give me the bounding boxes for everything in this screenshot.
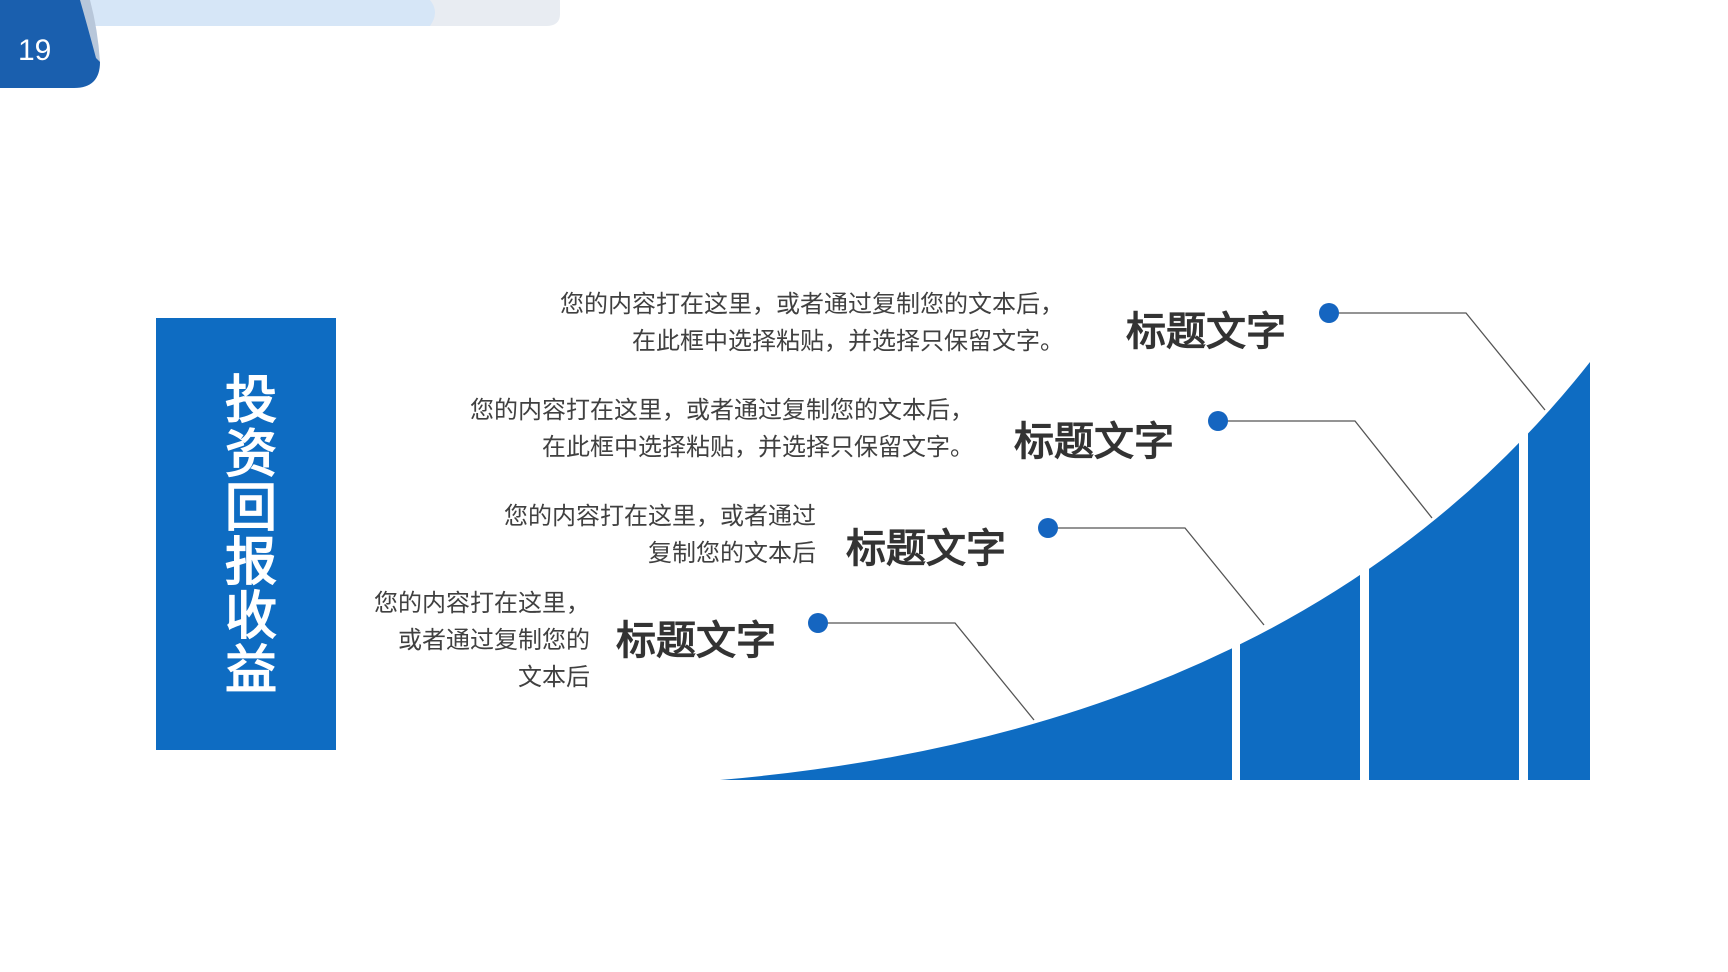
item-title-4: 标题文字 (1126, 309, 1286, 355)
leader-line-4 (1329, 312, 1546, 411)
item-desc-2: 您的内容打在这里，或者通过 复制您的文本后 (504, 498, 816, 572)
growth-segment-4 (1528, 362, 1590, 780)
item-desc-1-line-1: 您的内容打在这里， (374, 589, 590, 617)
item-title-3: 标题文字 (1014, 419, 1174, 465)
item-desc-4-line-1: 您的内容打在这里，或者通过复制您的文本后， (560, 290, 1064, 318)
marker-dot-1 (808, 613, 828, 633)
side-title: 投资回报收益 (215, 372, 276, 696)
item-desc-2-line-1: 您的内容打在这里，或者通过 (504, 502, 816, 530)
marker-dot-2 (1038, 518, 1058, 538)
leader-line-2 (1048, 527, 1265, 626)
marker-dot-4 (1319, 303, 1339, 323)
item-desc-1-line-2: 或者通过复制您的 (398, 626, 590, 654)
item-desc-3-line-2: 在此框中选择粘贴，并选择只保留文字。 (542, 433, 974, 461)
item-desc-1: 您的内容打在这里， 或者通过复制您的 文本后 (374, 585, 590, 696)
page-number: 19 (18, 34, 52, 67)
growth-segment-3 (1369, 362, 1519, 780)
marker-dot-3 (1208, 411, 1228, 431)
item-title-2: 标题文字 (846, 526, 1006, 572)
item-desc-4: 您的内容打在这里，或者通过复制您的文本后， 在此框中选择粘贴，并选择只保留文字。 (560, 286, 1064, 360)
page-number-badge: 19 (0, 0, 100, 88)
leader-line-1 (818, 622, 1035, 721)
item-desc-4-line-2: 在此框中选择粘贴，并选择只保留文字。 (632, 327, 1064, 355)
page-badge-shape (0, 0, 100, 88)
growth-curve (720, 362, 1590, 780)
item-desc-3: 您的内容打在这里，或者通过复制您的文本后， 在此框中选择粘贴，并选择只保留文字。 (470, 392, 974, 466)
item-title-1: 标题文字 (616, 618, 776, 664)
growth-segment-2 (1240, 362, 1360, 780)
item-desc-3-line-1: 您的内容打在这里，或者通过复制您的文本后， (470, 396, 974, 424)
leader-line-3 (1218, 420, 1433, 519)
item-desc-2-line-2: 复制您的文本后 (648, 539, 816, 567)
item-desc-1-line-3: 文本后 (518, 663, 590, 691)
header-decoration (70, 0, 560, 26)
side-title-box: 投资回报收益 (156, 318, 336, 750)
